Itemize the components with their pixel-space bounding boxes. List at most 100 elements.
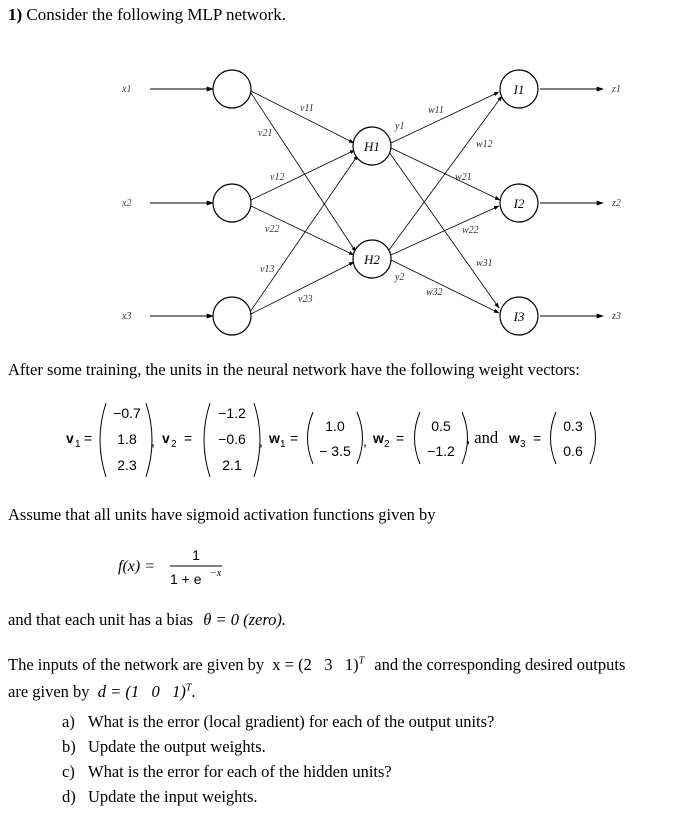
label-i2: I2 (513, 196, 525, 211)
task-label: a) (62, 712, 75, 731)
outputs-period: . (191, 682, 196, 701)
w1-eq: = (290, 430, 298, 446)
v2-name: v (162, 430, 170, 446)
w2-eq: = (396, 430, 404, 446)
task-label: c) (62, 762, 75, 781)
label-i1: I1 (513, 82, 525, 97)
label-h1: H1 (363, 139, 380, 154)
bias-text: and that each unit has a bias (8, 610, 194, 629)
output-node-i2 (499, 183, 539, 223)
outputs-line: are given by d = (1 0 1)T. (8, 682, 196, 702)
hidden-node-h1 (352, 126, 392, 166)
task-item: c)What is the error for each of the hidd… (62, 759, 494, 784)
bias-value: θ = 0 (zero). (203, 610, 287, 629)
label-i3: I3 (513, 309, 525, 324)
output-node-i1 (499, 69, 539, 109)
v2-lparen (203, 402, 211, 478)
edge-h1-i3 (388, 151, 500, 309)
w3-val-1: 0.3 (563, 418, 583, 434)
edge-x1-h2 (250, 92, 357, 253)
task-list: a) What is the error (local gradient) for… (62, 709, 494, 809)
w3-name: w (508, 430, 520, 446)
v1-name: v (66, 430, 74, 446)
weight-vectors: v 1 = −0.7 1.8 2.3 , v 2 = −1.2 −0.6 2.1… (66, 402, 596, 478)
edge-x2-h1 (250, 149, 356, 201)
label-w12: w12 (476, 139, 493, 150)
question-title: 1) Consider the following MLP network. (8, 5, 286, 25)
v1-sub: 1 (75, 439, 81, 450)
mlp-network-diagram: H1 H2 I1 I2 I3 x1 x2 x3 z1 z2 z3 v11 v21… (121, 69, 621, 336)
input-node-3 (212, 296, 252, 336)
bias-line: and that each unit has a bias θ = 0 (zer… (8, 610, 286, 630)
inputs-text-2: and the corresponding desired outputs (374, 655, 626, 674)
hidden-node-h2 (352, 239, 392, 279)
w3-sub: 3 (520, 439, 526, 450)
task-text: What is the error (local gradient) for e… (88, 712, 495, 731)
task-label: b) (62, 737, 76, 756)
task-item: d)Update the input weights. (62, 784, 494, 809)
label-z1: z1 (611, 84, 621, 95)
sigmoid-text: Assume that all units have sigmoid activ… (8, 505, 436, 524)
and-text: , and (466, 428, 499, 447)
w1-lparen (307, 411, 314, 465)
v2-rparen (253, 402, 261, 478)
label-v23: v23 (298, 294, 312, 305)
edge-h1-i1 (390, 91, 500, 144)
inputs-line: The inputs of the network are given by x… (8, 655, 625, 675)
label-x2: x2 (121, 198, 131, 209)
label-y1: y1 (394, 121, 404, 132)
task-item: a) What is the error (local gradient) for… (62, 709, 494, 734)
input-node-2 (212, 183, 252, 223)
w2-val-1: 0.5 (431, 418, 451, 434)
output-node-i3 (499, 296, 539, 336)
edge-h1-i2 (390, 147, 501, 201)
w1-val-2: − 3.5 (319, 443, 351, 459)
edge-h2-i3 (390, 259, 500, 314)
formula-exponent: −x (210, 568, 222, 579)
w1-rparen (356, 411, 363, 465)
w3-eq: = (533, 430, 541, 446)
v1-lparen (99, 402, 107, 478)
v2-val-3: 2.1 (222, 457, 242, 473)
w1-name: w (268, 430, 280, 446)
outputs-vector: d = (1 0 1) (97, 682, 186, 701)
edge-x3-h1 (249, 154, 359, 313)
label-z3: z3 (611, 311, 621, 322)
task-item: b)Update the output weights. (62, 734, 494, 759)
sigmoid-formula: f(x) = 1 1 + e −x (118, 547, 222, 587)
v1-val-1: −0.7 (113, 405, 141, 421)
inputs-vector: x = (2 3 1) (272, 655, 359, 674)
edge-x3-h2 (250, 261, 355, 315)
edge-x1-h1 (250, 90, 355, 144)
label-v12: v12 (270, 172, 284, 183)
label-x3: x3 (121, 311, 131, 322)
label-v11: v11 (300, 103, 314, 114)
outputs-text: are given by (8, 682, 90, 701)
v1-eq: = (84, 430, 92, 446)
comma-2: , (259, 433, 263, 449)
label-w31: w31 (476, 258, 493, 269)
v2-sub: 2 (171, 439, 177, 450)
label-y2: y2 (394, 272, 404, 283)
label-z2: z2 (611, 198, 621, 209)
v2-val-2: −0.6 (218, 431, 246, 447)
w1-sub: 1 (280, 439, 286, 450)
label-w22: w22 (462, 225, 479, 236)
w3-val-2: 0.6 (563, 443, 583, 459)
label-v21: v21 (258, 128, 272, 139)
inputs-transpose: T (358, 655, 365, 667)
label-w11: w11 (428, 105, 444, 116)
question-text: Consider the following MLP network. (26, 5, 286, 24)
task-text: Update the input weights. (88, 787, 258, 806)
label-h2: H2 (363, 252, 380, 267)
comma-1: , (151, 433, 155, 449)
label-w21: w21 (455, 172, 472, 183)
formula-denominator: 1 + e (170, 571, 202, 587)
w1-val-1: 1.0 (325, 418, 345, 434)
w2-sub: 2 (384, 439, 390, 450)
w2-rparen (461, 411, 468, 465)
v2-val-1: −1.2 (218, 405, 246, 421)
label-v22: v22 (265, 224, 279, 235)
v2-eq: = (184, 430, 192, 446)
edge-x2-h2 (250, 205, 355, 256)
